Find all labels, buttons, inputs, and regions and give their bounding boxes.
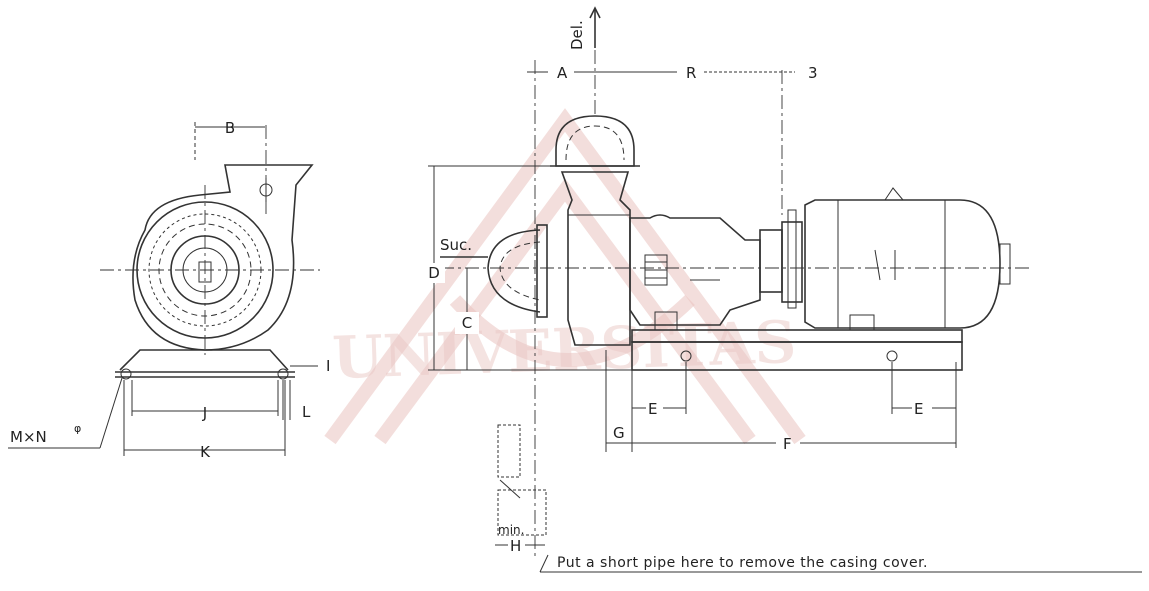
dim-i-label: I [326, 357, 330, 375]
dim-j-label: J [202, 404, 207, 422]
dim-min-label: min. [498, 523, 524, 537]
pump-side-view: Del. A R 3 Suc. D C G E E [423, 6, 1142, 573]
casing-cover-note: Put a short pipe here to remove the casi… [557, 555, 928, 571]
watermark-text: UNIVERSITAS [331, 308, 797, 392]
dim-c-label: C [462, 314, 472, 332]
watermark-seal: UNIVERSITAS [324, 108, 806, 445]
dim-l-label: L [302, 403, 311, 421]
dim-a-label: A [557, 64, 568, 82]
pump-end-view: B J K I L M×N φ [8, 119, 330, 461]
dim-f-label: F [783, 435, 792, 453]
dim-e-right-label: E [914, 400, 923, 418]
dim-r-label: R [686, 64, 696, 82]
dim-suc-label: Suc. [440, 236, 472, 254]
dim-d-label: D [428, 264, 440, 282]
dim-del-label: Del. [568, 20, 586, 50]
dim-mxn-superscript: φ [74, 422, 81, 435]
dim-b-label: B [225, 119, 235, 137]
dim-e-left-label: E [648, 400, 657, 418]
dim-3-label: 3 [808, 64, 818, 82]
dim-g-label: G [613, 424, 625, 442]
dim-k-label: K [200, 443, 211, 461]
dim-h-label: H [510, 537, 521, 555]
dim-mxn-label: M×N [10, 428, 47, 446]
